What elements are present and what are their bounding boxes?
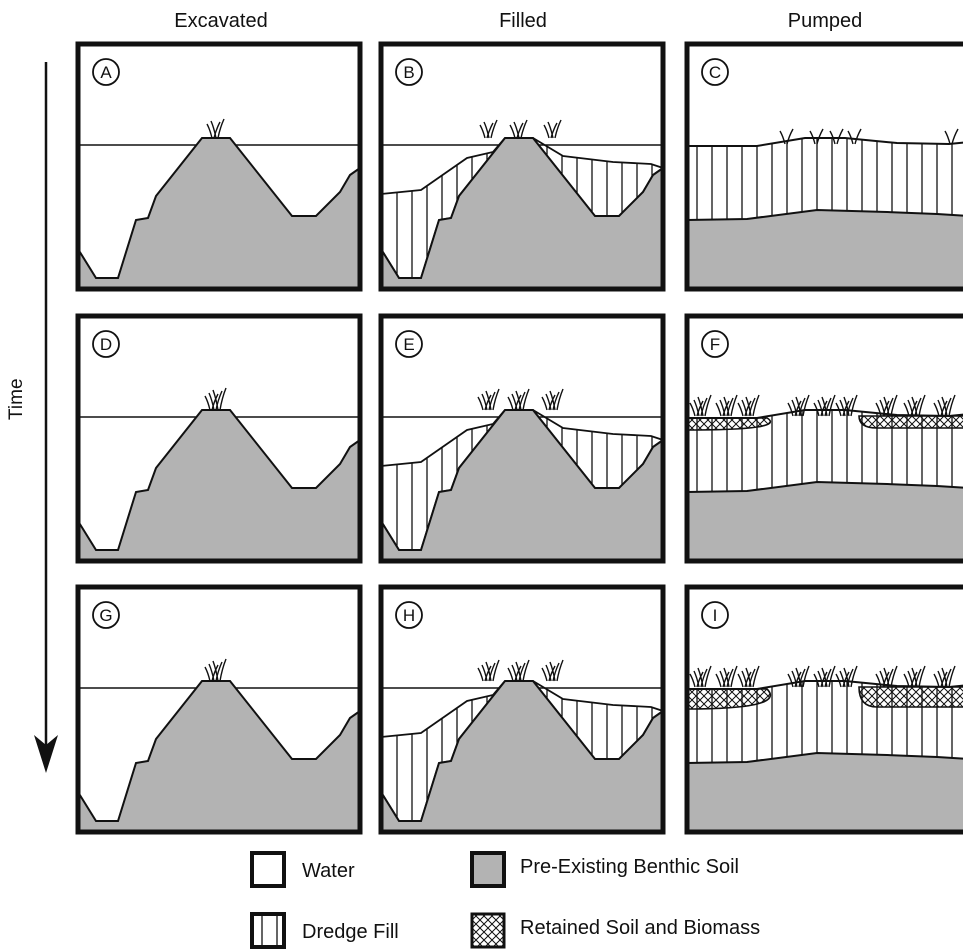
panel-a xyxy=(75,41,363,292)
legend-dredge-swatch xyxy=(250,912,286,949)
legend-water-swatch xyxy=(250,851,286,888)
column-title-excavated: Excavated xyxy=(174,10,268,32)
column-title-filled: Filled xyxy=(499,10,547,32)
panel-label-e: E xyxy=(395,330,423,358)
legend-benthic-label: Pre-Existing Benthic Soil xyxy=(520,856,739,878)
svg-text:B: B xyxy=(403,63,414,82)
panel-label-h: H xyxy=(395,601,423,629)
svg-text:I: I xyxy=(713,606,718,625)
panel-g xyxy=(75,584,363,835)
panel-label-c: C xyxy=(701,58,729,86)
legend xyxy=(250,851,506,949)
legend-benthic-swatch xyxy=(470,851,506,888)
panel-label-a: A xyxy=(92,58,120,86)
svg-text:E: E xyxy=(403,335,414,354)
panel-h xyxy=(378,584,666,835)
legend-dredge-label: Dredge Fill xyxy=(302,921,399,943)
column-title-pumped: Pumped xyxy=(787,10,863,32)
legend-retained-swatch xyxy=(470,912,506,949)
panel-label-d: D xyxy=(92,330,120,358)
panel-d xyxy=(75,313,363,564)
legend-retained-label: Retained Soil and Biomass xyxy=(520,917,761,939)
panel-i xyxy=(684,584,963,835)
svg-text:D: D xyxy=(100,335,112,354)
panel-label-i: I xyxy=(701,601,729,629)
svg-text:H: H xyxy=(403,606,415,625)
svg-text:F: F xyxy=(710,335,720,354)
svg-text:G: G xyxy=(99,606,112,625)
panel-f xyxy=(684,313,963,564)
time-arrow xyxy=(34,62,58,773)
panel-label-g: G xyxy=(92,601,120,629)
panel-label-f: F xyxy=(701,330,729,358)
legend-water-label: Water xyxy=(302,860,355,882)
panel-e xyxy=(378,313,666,564)
panel-label-b: B xyxy=(395,58,423,86)
svg-text:A: A xyxy=(100,63,112,82)
panel-c xyxy=(684,41,963,292)
svg-text:C: C xyxy=(709,63,721,82)
panel-b xyxy=(378,41,666,292)
